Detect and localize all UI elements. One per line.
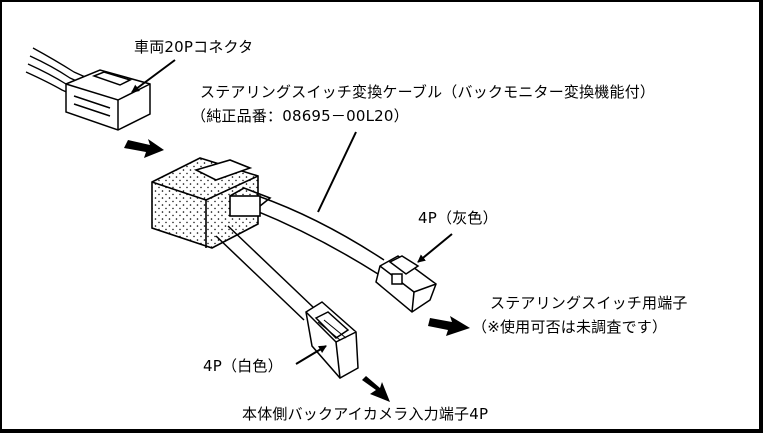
usability-note-label: （※使用可否は未調査です） [472, 318, 668, 336]
connect-arrow-1 [124, 139, 164, 158]
steering-terminal-label: ステアリングスイッチ用端子 [490, 294, 688, 312]
cable-name-leader [317, 131, 357, 213]
gray-4p-leader [417, 233, 453, 263]
gray-cable [253, 195, 385, 275]
white-cable [215, 225, 315, 321]
conversion-connector [151, 157, 272, 249]
cable-name-label: ステアリングスイッチ変換ケーブル（バックモニター変換機能付） [200, 83, 656, 101]
gray-4p-connector [375, 255, 437, 313]
vehicle-wires [25, 47, 93, 99]
vehicle-20p-connector [65, 69, 151, 131]
gray-4p-label: 4P（灰色） [418, 209, 498, 227]
camera-input-label: 本体側バックアイカメラ入力端子4P [242, 405, 489, 423]
vehicle-connector-label: 車両20Pコネクタ [134, 38, 254, 56]
connect-arrow-2 [428, 316, 470, 336]
white-4p-connector [305, 301, 359, 379]
part-number-label: （純正品番：08695－00L20） [191, 107, 409, 125]
white-4p-leader [295, 345, 327, 365]
connect-arrow-3 [362, 376, 390, 402]
white-4p-label: 4P（白色） [203, 357, 283, 375]
vehicle-connector-leader [131, 59, 176, 93]
